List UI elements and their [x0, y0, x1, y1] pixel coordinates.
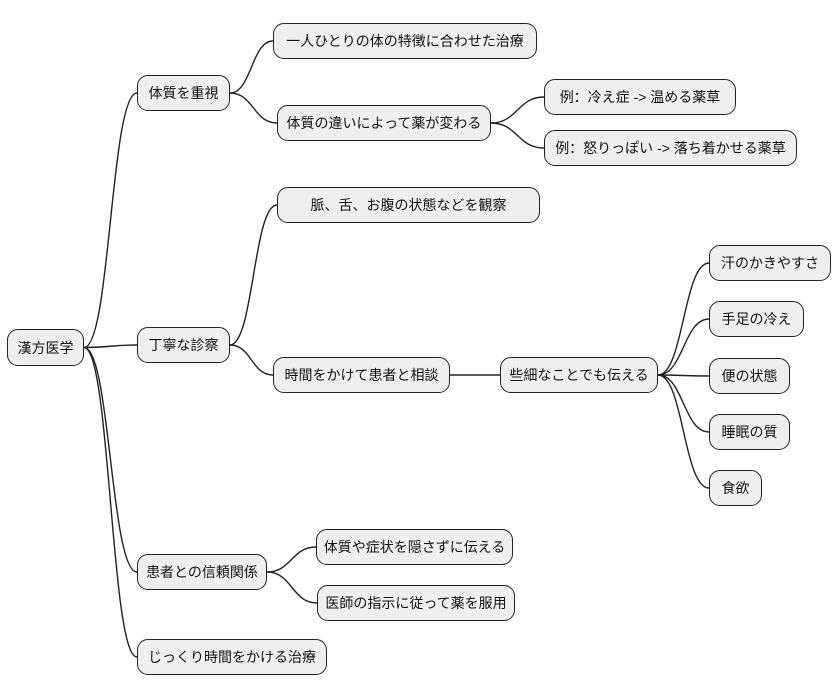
node-cold-limbs: 手足の冷え: [709, 301, 804, 337]
edge-examination-to-consult: [229, 344, 274, 376]
node-stool: 便の状態: [709, 358, 790, 394]
edge-tell-small-things-to-sleep: [657, 374, 710, 433]
edge-trust-to-follow-instructions: [266, 571, 318, 604]
node-constitution-individual: 一人ひとりの体の特徴に合わせた治療: [273, 23, 537, 59]
node-observe: 脈、舌、お腹の状態などを観察: [277, 187, 540, 223]
edge-tell-small-things-to-sweat: [657, 262, 710, 376]
node-appetite: 食欲: [709, 470, 762, 506]
edge-constitution-meds-to-example-irritable: [490, 122, 545, 149]
edge-root-to-trust: [83, 346, 138, 573]
edge-tell-small-things-to-stool: [657, 374, 710, 377]
node-root: 漢方医学: [7, 329, 84, 366]
edge-tell-small-things-to-appetite: [657, 374, 710, 489]
node-examination: 丁寧な診察: [137, 327, 230, 363]
node-example-cold: 例：冷え症 -> 温める薬草: [544, 79, 736, 115]
node-sweat: 汗のかきやすさ: [709, 245, 831, 281]
node-constitution: 体質を重視: [137, 75, 230, 111]
node-consult: 時間をかけて患者と相談: [273, 357, 450, 393]
edge-constitution-to-constitution-meds: [229, 92, 278, 124]
edge-trust-to-tell-honestly: [266, 546, 317, 573]
edge-examination-to-observe: [229, 204, 278, 346]
edge-root-to-slow-treatment: [83, 346, 138, 658]
node-trust: 患者との信頼関係: [137, 554, 267, 590]
node-slow-treatment: じっくり時間をかける治療: [137, 639, 327, 675]
node-follow-instructions: 医師の指示に従って薬を服用: [317, 585, 515, 621]
node-constitution-meds: 体質の違いによって薬が変わる: [277, 105, 491, 141]
edge-constitution-to-constitution-individual: [229, 40, 274, 94]
edge-tell-small-things-to-cold-limbs: [657, 318, 710, 376]
node-sleep: 睡眠の質: [709, 414, 790, 450]
node-tell-honestly: 体質や症状を隠さずに伝える: [316, 529, 513, 565]
node-example-irritable: 例：怒りっぽい -> 落ち着かせる薬草: [544, 130, 797, 166]
edge-root-to-examination: [83, 344, 138, 349]
edge-root-to-constitution: [83, 92, 138, 349]
edge-constitution-meds-to-example-cold: [490, 96, 545, 124]
node-tell-small-things: 些細なことでも伝える: [500, 357, 658, 393]
